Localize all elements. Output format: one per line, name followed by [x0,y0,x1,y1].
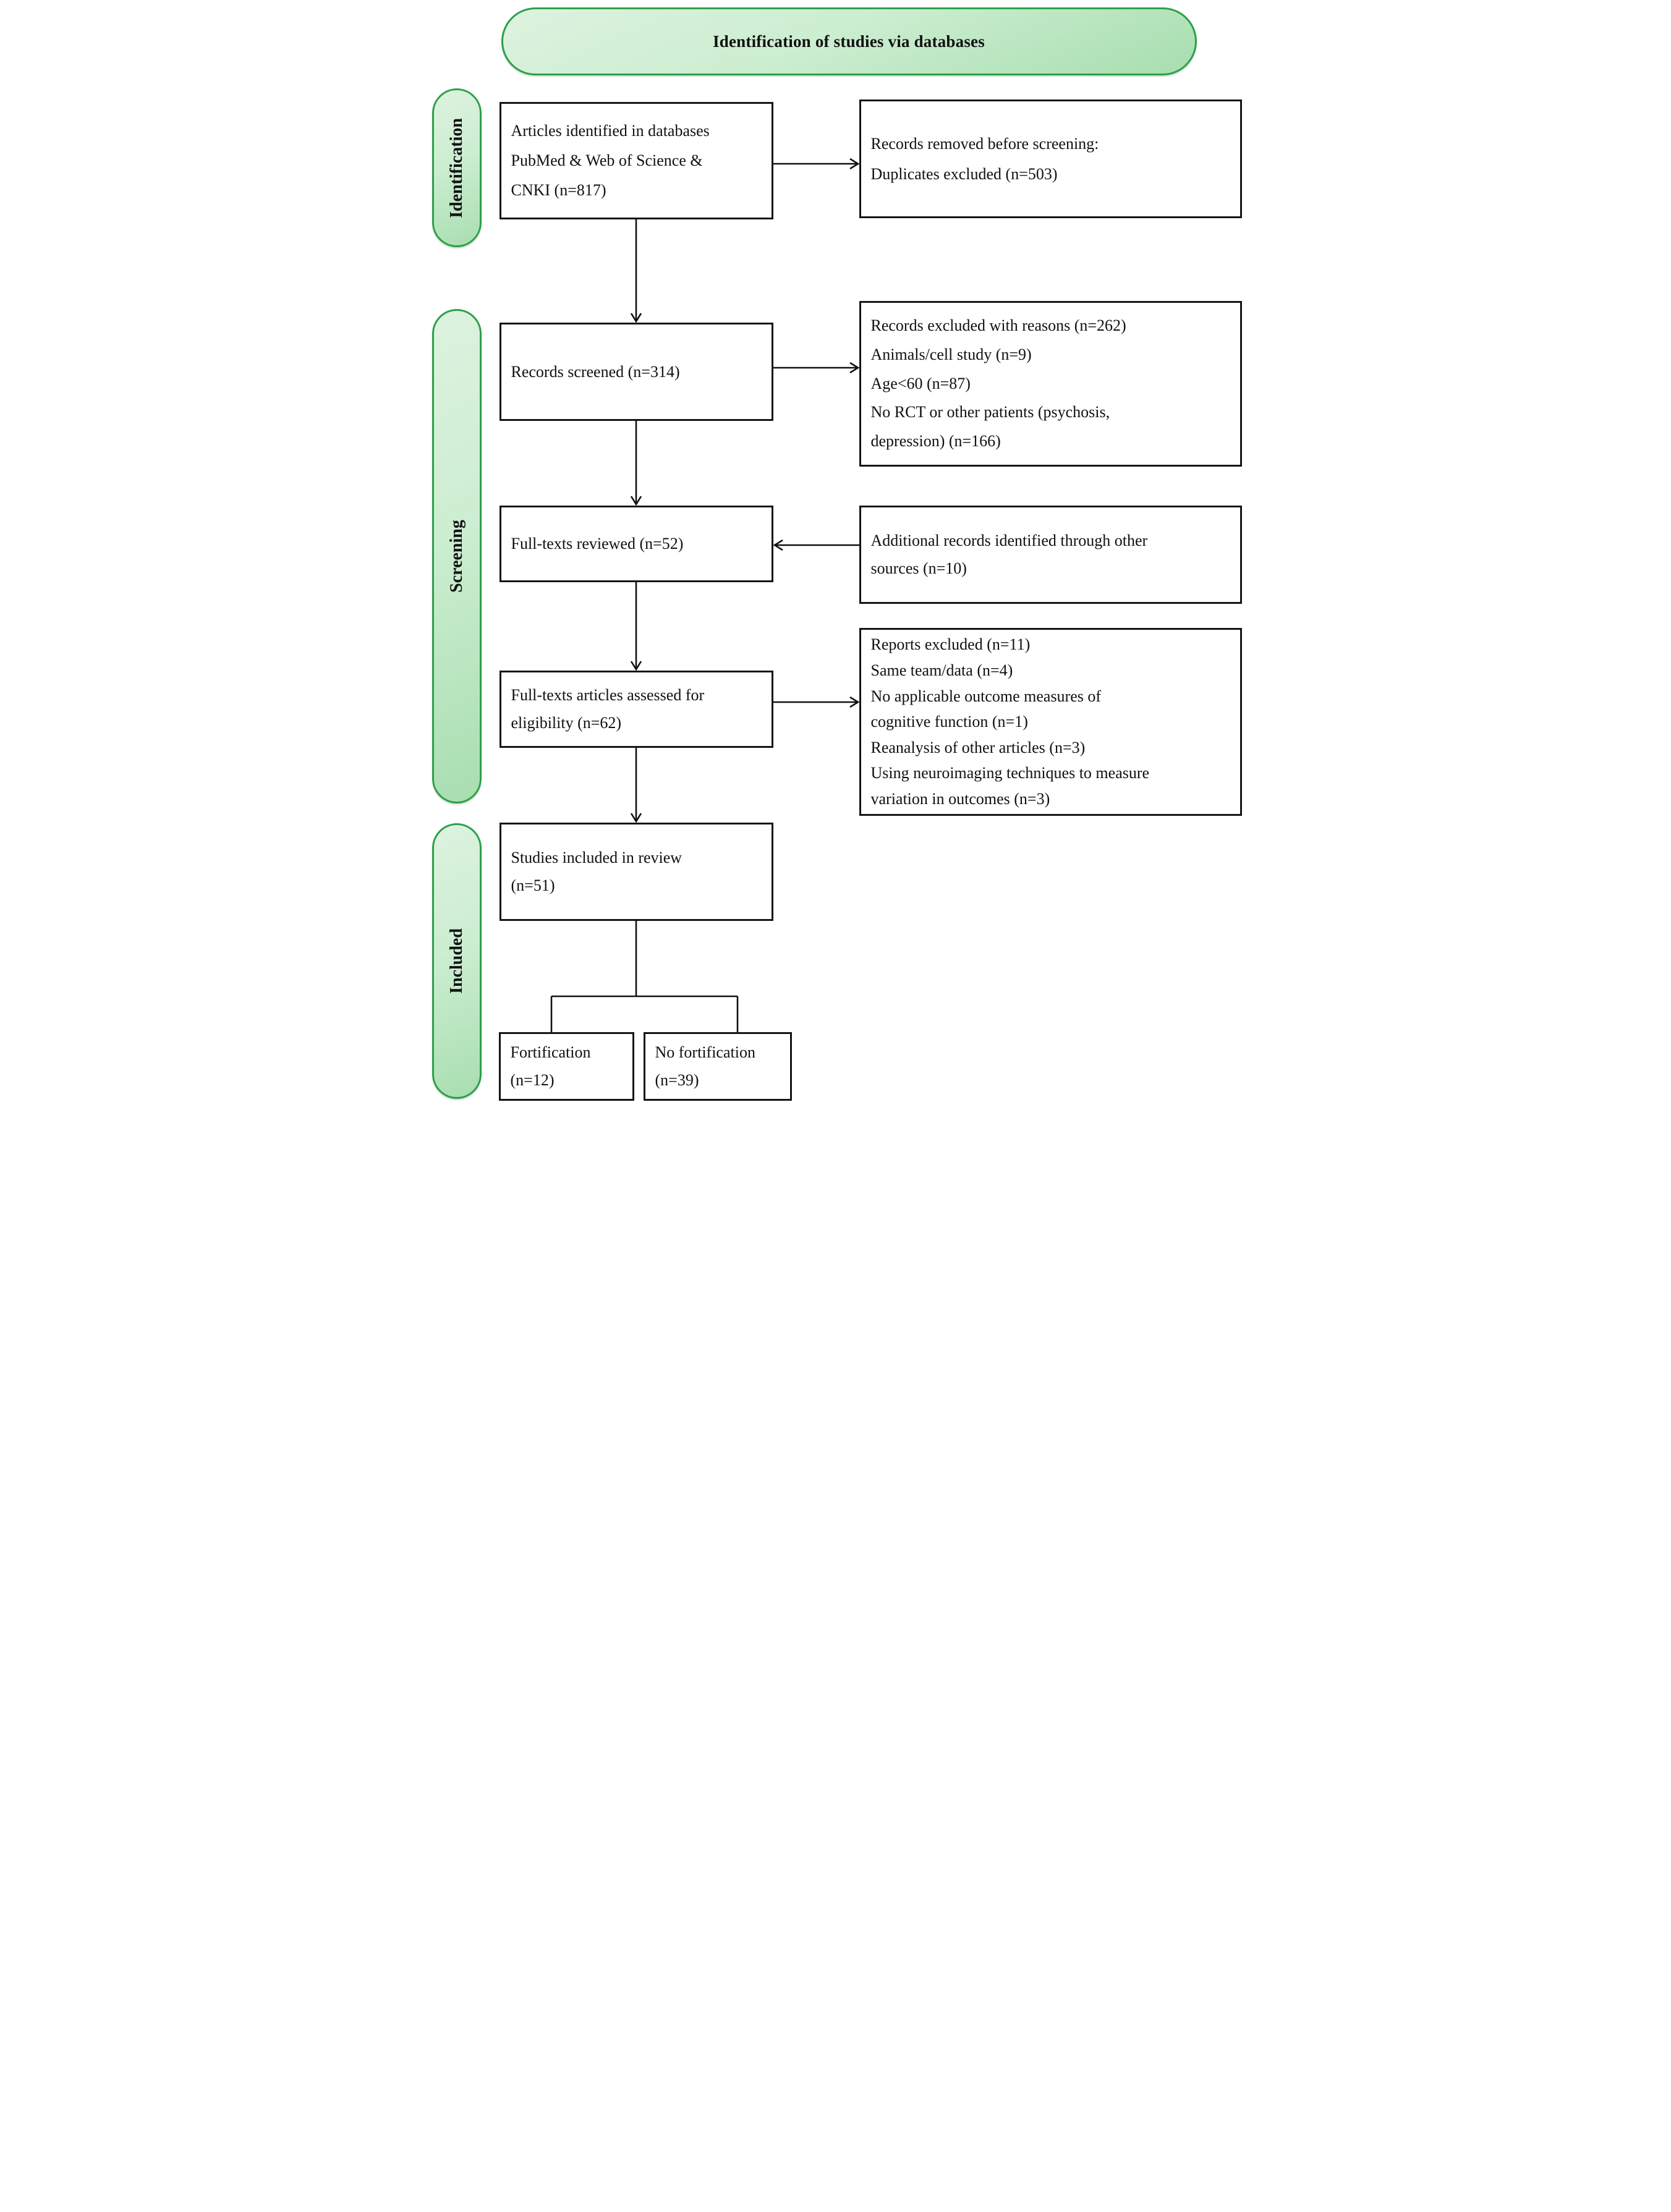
box-studies-included: Studies included in review (n=51) [499,823,773,921]
box-records-screened-text: Records screened (n=314) [511,362,680,381]
stage-pill-screening: Screening [432,309,482,803]
box-records-excluded-reasons-text: Records excluded with reasons (n=262) An… [870,316,1126,451]
stage-pill-identification: Identification [432,88,482,247]
arrowhead-down-icon [630,661,642,671]
box-records-excluded-reasons: Records excluded with reasons (n=262) An… [859,301,1242,467]
box-articles-identified: Articles identified in databases PubMed … [499,102,773,219]
arrowhead-down-icon [630,313,642,323]
stage-pill-included: Included [432,823,482,1099]
prisma-flow-diagram: Identification of studies via databases … [417,0,1254,1106]
header-banner: Identification of studies via databases [501,7,1197,75]
box-records-screened: Records screened (n=314) [499,323,773,421]
box-fulltexts-assessed-text: Full-texts articles assessed for eligibi… [511,686,705,732]
box-fortification-text: Fortification (n=12) [510,1043,591,1089]
arrowhead-right-icon [849,362,859,374]
box-fortification: Fortification (n=12) [498,1032,634,1101]
stage-label-included: Included [446,928,466,994]
box-reports-excluded-text: Reports excluded (n=11) Same team/data (… [870,635,1150,808]
box-studies-included-text: Studies included in review (n=51) [511,849,682,894]
header-title: Identification of studies via databases [713,32,985,51]
box-articles-identified-text: Articles identified in databases PubMed … [511,121,710,200]
box-additional-sources: Additional records identified through ot… [859,506,1242,604]
stage-label-identification: Identification [446,117,466,218]
box-no-fortification-text: No fortification (n=39) [655,1043,755,1089]
arrowhead-down-icon [630,496,642,506]
arrowhead-right-icon [849,158,859,170]
box-reports-excluded: Reports excluded (n=11) Same team/data (… [859,628,1242,816]
stage-label-screening: Screening [446,520,466,593]
arrowhead-down-icon [630,813,642,823]
box-fulltexts-assessed: Full-texts articles assessed for eligibi… [499,671,773,748]
arrowhead-right-icon [849,696,859,708]
box-no-fortification: No fortification (n=39) [643,1032,792,1101]
arrowhead-left-icon [773,539,783,551]
box-fulltexts-reviewed-text: Full-texts reviewed (n=52) [511,535,684,553]
box-records-removed: Records removed before screening: Duplic… [859,100,1242,218]
box-records-removed-text: Records removed before screening: Duplic… [870,134,1099,183]
box-additional-sources-text: Additional records identified through ot… [870,532,1148,577]
box-fulltexts-reviewed: Full-texts reviewed (n=52) [499,506,773,582]
